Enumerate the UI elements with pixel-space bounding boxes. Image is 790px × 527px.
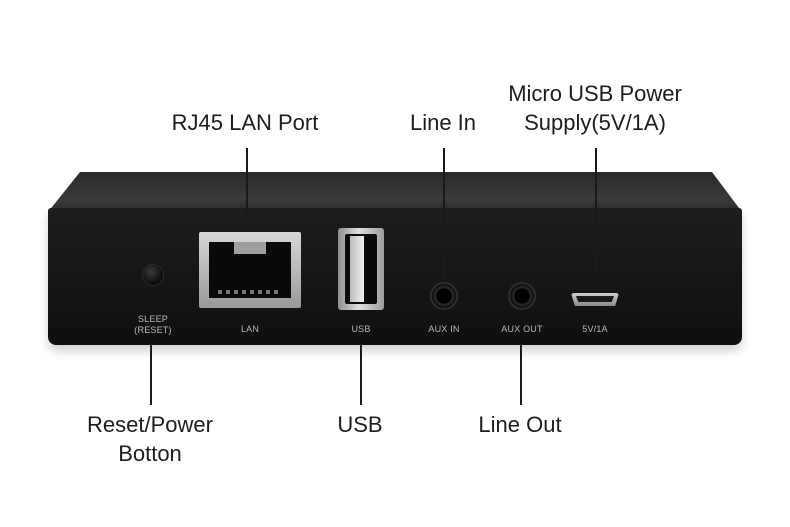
aux-in-jack bbox=[430, 282, 458, 310]
lan-port-contacts bbox=[218, 290, 282, 294]
usb-port-label: USB bbox=[351, 324, 371, 334]
line-in-leader-line bbox=[443, 148, 445, 280]
device-back-panel bbox=[48, 208, 742, 345]
lan-port-latch bbox=[234, 242, 266, 254]
aux-out-jack bbox=[508, 282, 536, 310]
lan-port-label: LAN bbox=[240, 324, 260, 334]
micro-usb-callout-line2: Supply(5V/1A) bbox=[524, 110, 666, 135]
device-top-surface bbox=[48, 172, 742, 212]
micro-usb-socket bbox=[576, 296, 614, 302]
reset-callout-line2: Botton bbox=[118, 441, 182, 466]
aux-in-port-label: AUX IN bbox=[428, 324, 460, 334]
sleep-port-label: SLEEP (RESET) bbox=[122, 314, 184, 336]
micro-usb-leader-line bbox=[595, 148, 597, 276]
line-out-leader-line bbox=[520, 345, 522, 405]
power-port-label: 5V/1A bbox=[582, 324, 608, 334]
usb-port-tongue bbox=[350, 236, 364, 302]
usb-leader-line bbox=[360, 345, 362, 405]
sleep-reset-button bbox=[143, 265, 163, 285]
sleep-label-line2: (RESET) bbox=[134, 325, 172, 335]
rj45-leader-line bbox=[246, 148, 248, 232]
line-in-callout: Line In bbox=[409, 110, 477, 135]
micro-usb-callout-line1: Micro USB Power bbox=[508, 81, 682, 106]
sleep-label-line1: SLEEP bbox=[137, 314, 169, 324]
usb-callout: USB bbox=[337, 412, 383, 437]
reset-callout-line1: Reset/Power bbox=[87, 412, 213, 437]
aux-out-port-label: AUX OUT bbox=[501, 324, 543, 334]
rj45-callout: RJ45 LAN Port bbox=[171, 110, 319, 135]
reset-callout: Reset/Power Botton bbox=[65, 410, 235, 468]
micro-usb-callout: Micro USB Power Supply(5V/1A) bbox=[488, 79, 702, 137]
line-out-callout: Line Out bbox=[478, 412, 562, 437]
reset-leader-line bbox=[150, 345, 152, 405]
